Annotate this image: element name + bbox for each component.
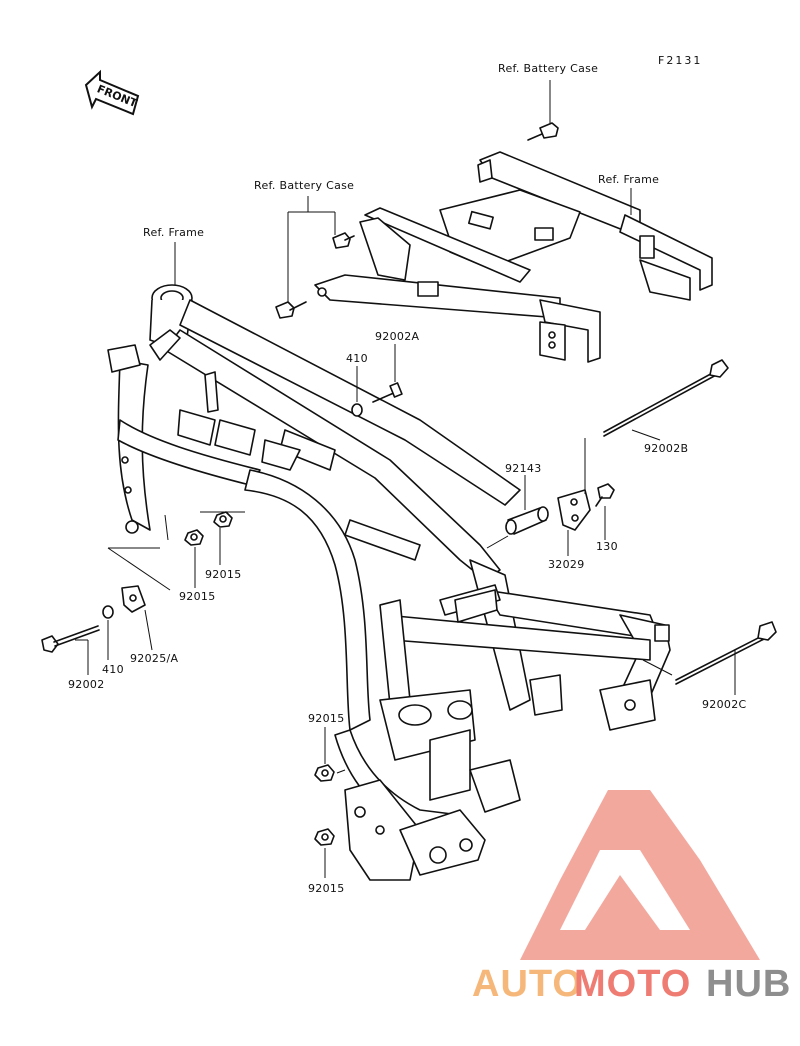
label-130: 130: [596, 540, 618, 553]
battery-case-bracket-assembly: [314, 151, 713, 363]
label-92015-b: 92015: [179, 590, 216, 603]
bolt-92002C: [675, 621, 777, 685]
part-labels: Ref. Battery Case Ref. Frame Ref. Batter…: [68, 62, 746, 895]
watermark-part-auto: AUTO: [472, 963, 583, 1005]
label-92143: 92143: [505, 462, 542, 475]
label-410-lower: 410: [102, 663, 124, 676]
label-ref-battery-case-left: Ref. Battery Case: [254, 179, 354, 192]
battery-case-bolt-top: [527, 122, 559, 141]
label-92015-c: 92015: [308, 712, 345, 725]
battery-case-bolt-left-a: [332, 232, 355, 249]
label-92002C: 92002C: [702, 698, 746, 711]
label-92002A: 92002A: [375, 330, 419, 343]
nut-92015-d: [314, 828, 335, 846]
label-92015-a: 92015: [205, 568, 242, 581]
nut-92015-c: [314, 764, 335, 782]
label-92015-d: 92015: [308, 882, 345, 895]
washer-410-upper: [351, 403, 363, 417]
bolt-92002B: [603, 359, 729, 437]
nut-92015-a: [213, 511, 233, 528]
label-ref-frame-right: Ref. Frame: [598, 173, 659, 186]
bracket-32029: [557, 489, 591, 531]
figure-code: F2131: [658, 54, 702, 67]
watermark-part-hub: HUB: [706, 963, 791, 1005]
label-92002B: 92002B: [644, 442, 688, 455]
main-frame: [107, 284, 671, 881]
collar-92143: [505, 506, 549, 535]
label-ref-frame-left: Ref. Frame: [143, 226, 204, 239]
battery-case-bolt-left-b: [275, 301, 307, 319]
bolt-92002: [41, 625, 100, 653]
label-92002: 92002: [68, 678, 105, 691]
watermark-text: AUTO MOTO HUB: [472, 963, 791, 1005]
bolt-92002A: [372, 382, 403, 403]
watermark-part-moto: MOTO: [574, 963, 691, 1005]
washer-410-lower: [102, 605, 114, 619]
label-410-upper: 410: [346, 352, 368, 365]
front-arrow-icon: FRONT: [84, 69, 139, 116]
watermark-logo: [520, 790, 760, 960]
plate-92025A: [121, 585, 146, 613]
nut-92015-b: [184, 529, 204, 546]
label-92025A: 92025/A: [130, 652, 178, 665]
leader-lines: [75, 80, 736, 878]
label-32029: 32029: [548, 558, 585, 571]
label-ref-battery-case-top: Ref. Battery Case: [498, 62, 598, 75]
bolt-130: [595, 483, 615, 507]
